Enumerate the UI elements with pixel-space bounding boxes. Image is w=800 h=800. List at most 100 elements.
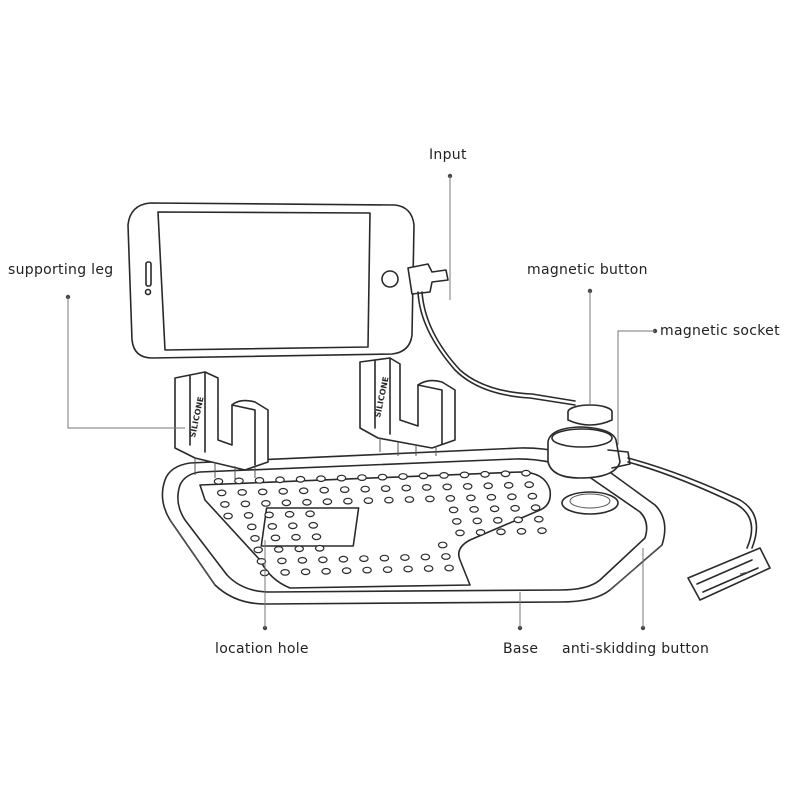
phone-plug <box>407 263 449 295</box>
anti-skid-dot <box>492 516 503 524</box>
anti-skid-dot <box>404 496 415 503</box>
anti-skid-dot <box>291 533 301 541</box>
anti-skid-dot <box>314 544 325 552</box>
anti-skid-dot <box>462 483 473 490</box>
anti-skid-dot <box>336 474 347 482</box>
anti-skid-dot <box>469 506 479 513</box>
anti-skid-dot <box>441 553 451 560</box>
anti-skid-dot <box>338 555 349 563</box>
anti-skid-dot <box>223 512 233 520</box>
anti-skid-dot <box>503 481 514 489</box>
label-base: Base <box>503 641 539 657</box>
anti-skid-dot <box>253 546 264 554</box>
anti-skid-dot <box>530 504 541 512</box>
anti-skid-dot <box>466 494 476 502</box>
callout-lines <box>65 173 658 631</box>
anti-skid-dot <box>316 475 326 483</box>
home-button <box>381 270 399 288</box>
anti-skid-dot <box>527 492 538 500</box>
front-camera <box>144 288 152 296</box>
anti-skid-dot <box>254 477 265 484</box>
speaker <box>145 261 152 287</box>
anti-skid-dot <box>425 495 435 503</box>
anti-skid-dot <box>533 515 544 523</box>
anti-skid-dot <box>360 485 370 493</box>
anti-skid-dot <box>398 473 408 480</box>
anti-skid-dot <box>486 493 497 501</box>
anti-skid-dot <box>507 493 517 501</box>
anti-skid-dot <box>379 554 390 562</box>
anti-skid-dot <box>444 564 454 572</box>
anti-skid-dot <box>521 469 531 477</box>
anti-skid-dots <box>213 469 547 577</box>
anti-skid-dot <box>273 546 284 553</box>
anti-skid-dot <box>321 567 331 575</box>
anti-skid-dot <box>341 567 352 575</box>
anti-skid-dot <box>537 527 547 535</box>
anti-skid-dot <box>418 472 429 480</box>
anti-skid-dot <box>472 517 483 525</box>
anti-skid-dot <box>264 511 274 519</box>
anti-skid-dot <box>524 481 534 489</box>
anti-skid-dot <box>294 545 304 553</box>
anti-skid-dot <box>451 518 462 525</box>
anti-skid-dot <box>297 556 308 564</box>
anti-skid-dot <box>401 484 411 492</box>
label-supporting-leg: supporting leg <box>8 262 114 278</box>
anti-skid-dot <box>243 512 254 519</box>
base-socket-recess <box>561 491 619 515</box>
supporting-leg-right: SILICONE <box>359 357 456 456</box>
label-magnetic-socket: magnetic socket <box>660 323 780 339</box>
anti-skid-dot <box>448 506 459 514</box>
anti-skid-dot <box>256 558 267 565</box>
usb-plug <box>687 547 771 601</box>
anti-skid-dot <box>240 500 251 508</box>
anti-skid-dot <box>496 528 506 536</box>
anti-skid-dot <box>237 489 247 496</box>
anti-skid-dot <box>275 476 285 484</box>
anti-skid-dot <box>267 523 278 530</box>
anti-skid-dot <box>362 566 372 574</box>
anti-skid-dot <box>213 478 224 485</box>
anti-skid-dot <box>377 473 388 481</box>
anti-skid-dot <box>459 471 470 479</box>
anti-skid-dot <box>250 535 260 542</box>
anti-skid-dot <box>302 498 312 506</box>
anti-skid-dot <box>500 470 511 478</box>
anti-skid-dot <box>382 566 393 573</box>
anti-skid-dot <box>281 499 292 507</box>
anti-skid-dot <box>455 529 465 537</box>
label-anti-skidding-button: anti-skidding button <box>562 641 710 657</box>
label-location-hole: location hole <box>215 641 309 657</box>
anti-skid-dot <box>280 569 290 576</box>
anti-skid-dot <box>439 472 449 479</box>
anti-skid-dot <box>298 487 309 495</box>
anti-skid-dot <box>516 527 527 535</box>
anti-skid-dot <box>420 553 431 561</box>
anti-skid-dot <box>277 557 287 565</box>
anti-skid-dot <box>403 565 413 573</box>
anti-skid-dot <box>510 504 520 512</box>
anti-skid-dot <box>489 505 500 513</box>
anti-skid-dot <box>513 516 524 524</box>
anti-skid-dot <box>300 568 311 576</box>
anti-skid-dot <box>384 496 394 504</box>
anti-skid-dot <box>319 486 329 494</box>
supporting-leg-left: SILICONE <box>174 371 269 480</box>
anti-skid-dot <box>270 534 281 542</box>
anti-skid-dot <box>257 488 268 496</box>
anti-skid-dot <box>308 521 319 529</box>
anti-skid-dot <box>475 529 486 536</box>
anti-skid-dot <box>357 474 367 482</box>
magnetic-socket-body <box>547 426 621 479</box>
anti-skid-dot <box>278 487 288 495</box>
anti-skid-dot <box>442 483 452 491</box>
anti-skid-dot <box>423 565 434 572</box>
anti-skid-dot <box>261 500 271 507</box>
anti-skid-dot <box>359 555 369 562</box>
anti-skid-dot <box>483 482 493 490</box>
anti-skid-dot <box>480 470 490 478</box>
anti-skid-dot <box>437 541 448 549</box>
label-input: Input <box>429 147 467 163</box>
